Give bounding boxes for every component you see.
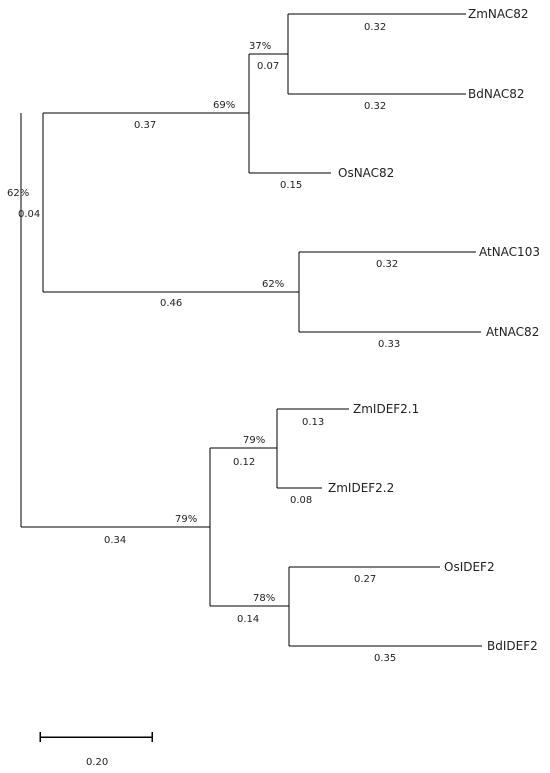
branch-length-zmidef2-1: 0.13 — [302, 417, 324, 428]
bootstrap-at-clade: 62% — [262, 279, 284, 290]
taxon-label-osidef2: OsIDEF2 — [444, 560, 495, 574]
bootstrap-os-bd-idef-clade: 78% — [253, 593, 275, 604]
bootstrap-grass-nac82-clade: 69% — [213, 100, 235, 111]
branch-length-zmnac82: 0.32 — [364, 22, 386, 33]
branch-length-zm-bd-clade: 0.07 — [257, 61, 279, 72]
taxon-label-zmnac82: ZmNAC82 — [468, 7, 529, 21]
branch-length-atnac103: 0.32 — [376, 259, 398, 270]
scale-bar: 0.20 — [39, 732, 153, 768]
scale-bar-label: 0.20 — [86, 757, 108, 768]
bootstrap-zm-idef-clade: 79% — [243, 435, 265, 446]
branch-length-os-bd-idef-clade: 0.14 — [237, 614, 259, 625]
taxon-label-bdidef2: BdIDEF2 — [487, 639, 538, 653]
branch-length-at-clade: 0.46 — [160, 298, 182, 309]
bootstrap-zm-bd-clade: 37% — [249, 41, 271, 52]
taxon-label-atnac103: AtNAC103 — [479, 245, 540, 259]
taxon-label-zmidef2-1: ZmIDEF2.1 — [353, 402, 419, 416]
branch-length-osnac82: 0.15 — [280, 180, 302, 191]
branch-length-bdidef2: 0.35 — [374, 653, 396, 664]
taxon-label-bdnac82: BdNAC82 — [468, 87, 524, 101]
taxon-label-zmidef2-2: ZmIDEF2.2 — [328, 481, 394, 495]
branch-length-atnac82: 0.33 — [378, 339, 400, 350]
bootstrap-nac82-clade: 62% — [7, 188, 29, 199]
taxon-label-atnac82: AtNAC82 — [486, 325, 539, 339]
taxon-label-osnac82: OsNAC82 — [338, 166, 394, 180]
branch-length-zm-idef-clade: 0.12 — [233, 457, 255, 468]
branch-length-idef-clade: 0.34 — [104, 535, 126, 546]
branch-length-bdnac82: 0.32 — [364, 101, 386, 112]
branch-length-osidef2: 0.27 — [354, 574, 376, 585]
branch-length-nac82-clade: 0.04 — [18, 209, 40, 220]
branch-length-zmidef2-2: 0.08 — [290, 495, 312, 506]
bootstrap-idef-clade: 79% — [175, 514, 197, 525]
branch-length-grass-nac82-clade: 0.37 — [134, 120, 156, 131]
